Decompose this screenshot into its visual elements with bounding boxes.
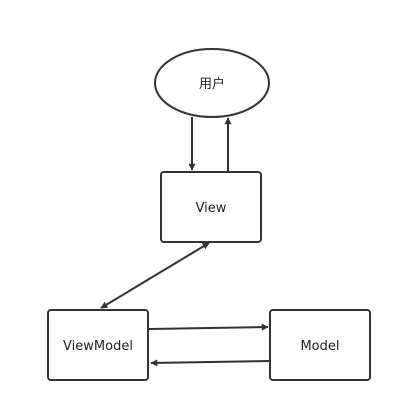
edge-model-to-viewmodel xyxy=(150,359,271,367)
view-box xyxy=(160,171,262,243)
node-view: View xyxy=(160,171,262,243)
node-viewmodel: ViewModel xyxy=(47,309,149,381)
edge-viewmodel-to-model xyxy=(148,323,269,331)
model-label: Model xyxy=(300,339,339,354)
model-box xyxy=(269,309,371,381)
view-label: View xyxy=(196,201,227,216)
edge-view-viewmodel xyxy=(100,242,210,309)
node-user: 用户 xyxy=(154,48,270,118)
viewmodel-label: ViewModel xyxy=(63,339,133,354)
user-ellipse xyxy=(154,48,270,118)
node-model: Model xyxy=(269,309,371,381)
user-label: 用户 xyxy=(199,76,225,92)
viewmodel-box xyxy=(47,309,149,381)
